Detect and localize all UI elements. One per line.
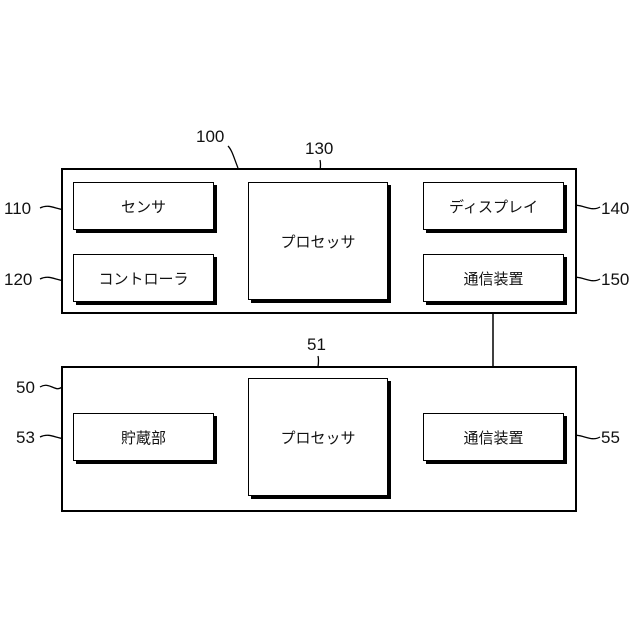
- ref-120: 120: [4, 271, 32, 288]
- processor-51-block: プロセッサ: [248, 378, 388, 496]
- display-block: ディスプレイ: [423, 182, 564, 230]
- ref-100: 100: [196, 128, 224, 145]
- ref-50: 50: [16, 379, 35, 396]
- ref-53: 53: [16, 429, 35, 446]
- ref-130: 130: [305, 140, 333, 157]
- comm-device-150-block: 通信装置: [423, 254, 564, 302]
- ref-110: 110: [4, 200, 31, 217]
- ref-51: 51: [307, 336, 326, 353]
- leader-100: [228, 146, 238, 168]
- leader-50: [40, 385, 62, 388]
- ref-140: 140: [601, 200, 629, 217]
- ref-150: 150: [601, 271, 629, 288]
- processor-130-block: プロセッサ: [248, 182, 388, 300]
- comm-device-55-block: 通信装置: [423, 413, 564, 461]
- ref-55: 55: [601, 429, 620, 446]
- sensor-block: センサ: [73, 182, 214, 230]
- controller-block: コントローラ: [73, 254, 214, 302]
- storage-block: 貯蔵部: [73, 413, 214, 461]
